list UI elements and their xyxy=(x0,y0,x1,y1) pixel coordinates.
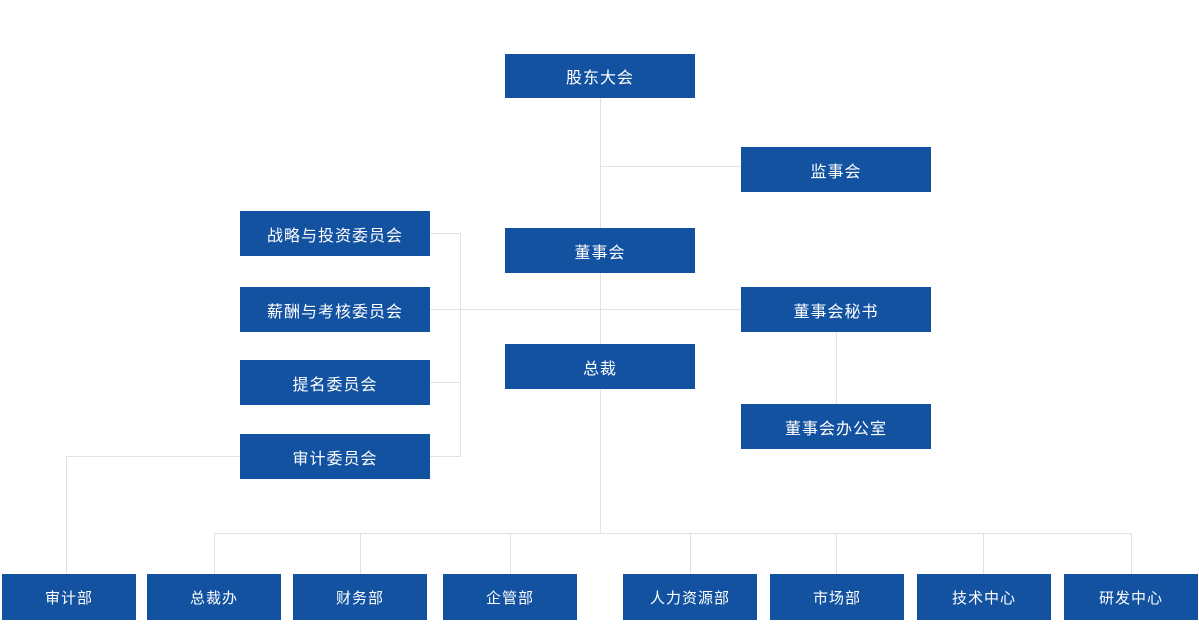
connector-stub-tech-center xyxy=(983,533,984,574)
connector-shareholders-to-board xyxy=(600,98,601,228)
node-marketing-dept: 市场部 xyxy=(770,574,904,620)
node-tech-center: 技术中心 xyxy=(917,574,1051,620)
node-strategy-committee: 战略与投资委员会 xyxy=(240,211,430,256)
connector-to-supervisory-board xyxy=(600,166,741,167)
node-board-of-directors: 董事会 xyxy=(505,228,695,273)
connector-stub-finance-dept xyxy=(360,533,361,574)
node-board-secretary: 董事会秘书 xyxy=(741,287,931,332)
connector-committee-row-to-secretary xyxy=(430,309,741,310)
connector-stub-enterprise-mgmt-dept xyxy=(510,533,511,574)
node-supervisory-board: 监事会 xyxy=(741,147,931,192)
node-president-office: 总裁办 xyxy=(147,574,281,620)
connector-stub-rd-center xyxy=(1131,533,1132,574)
connector-audit-committee-stub xyxy=(430,456,460,457)
connector-committee-spine xyxy=(460,233,461,457)
connector-board-to-president xyxy=(600,273,601,344)
node-president: 总裁 xyxy=(505,344,695,389)
node-compensation-committee: 薪酬与考核委员会 xyxy=(240,287,430,332)
connector-strategy-committee-stub xyxy=(430,233,460,234)
connector-stub-president-office xyxy=(214,533,215,574)
node-rd-center: 研发中心 xyxy=(1064,574,1198,620)
node-shareholders-meeting: 股东大会 xyxy=(505,54,695,98)
connector-department-rail xyxy=(214,533,1131,534)
node-hr-dept: 人力资源部 xyxy=(623,574,757,620)
connector-stub-hr-dept xyxy=(690,533,691,574)
connector-to-audit-dept xyxy=(66,456,67,574)
node-audit-dept: 审计部 xyxy=(2,574,136,620)
connector-audit-committee-left xyxy=(66,456,240,457)
node-nomination-committee: 提名委员会 xyxy=(240,360,430,405)
connector-secretary-to-office xyxy=(836,332,837,404)
connector-stub-marketing-dept xyxy=(836,533,837,574)
node-board-office: 董事会办公室 xyxy=(741,404,931,449)
connector-nomination-committee-stub xyxy=(430,382,460,383)
node-enterprise-mgmt-dept: 企管部 xyxy=(443,574,577,620)
node-audit-committee: 审计委员会 xyxy=(240,434,430,479)
node-finance-dept: 财务部 xyxy=(293,574,427,620)
connector-president-down xyxy=(600,389,601,533)
